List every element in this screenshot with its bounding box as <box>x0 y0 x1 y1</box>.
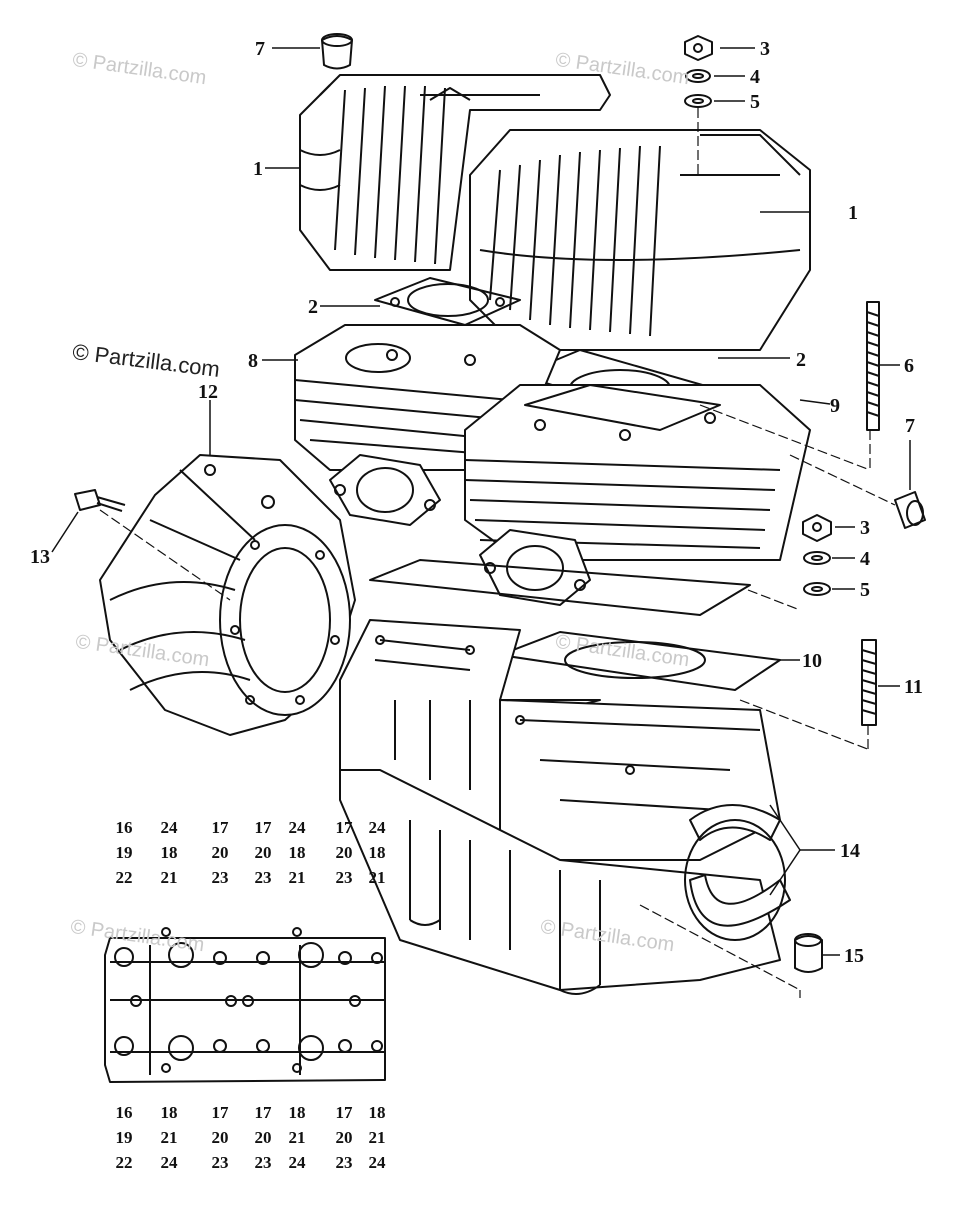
bolt-label-top-col1-row1: 16 <box>116 818 133 837</box>
callout-1-left: 1 <box>253 158 263 180</box>
leader-lines <box>51 47 911 956</box>
callout-12: 12 <box>198 381 218 403</box>
bolt-label-bottom-col6-row2: 20 <box>336 1128 353 1147</box>
nut-3-top <box>684 35 713 61</box>
lock-washer-4-mid <box>803 551 831 565</box>
washer-5-top <box>684 94 712 108</box>
bolt-label-bottom-col3-row3: 23 <box>212 1153 229 1172</box>
callout-7-right: 7 <box>905 415 915 437</box>
bolt-number-columns: 16 19 22 24 18 21 17 20 23 17 20 23 24 18 21 17 20 23 24 18… <box>116 818 387 1172</box>
bolt-label-top-col5-row3: 21 <box>289 868 306 887</box>
cylinder-head-right <box>469 129 811 351</box>
callout-4-mid: 4 <box>860 548 870 570</box>
callout-9: 9 <box>830 395 840 417</box>
cap-7-top <box>321 33 353 70</box>
bolt-label-top-col6-row2: 20 <box>336 843 353 862</box>
bolt-label-bottom-col7-row3: 24 <box>369 1153 387 1172</box>
bolt-label-top-col3-row3: 23 <box>212 868 229 887</box>
bolt-label-bottom-col1-row1: 16 <box>116 1103 133 1122</box>
bolt-label-top-col5-row1: 24 <box>289 818 307 837</box>
dowel-15 <box>794 933 823 973</box>
callout-15: 15 <box>844 945 864 967</box>
bolt-label-top-col4-row3: 23 <box>255 868 272 887</box>
bolt-label-top-col7-row1: 24 <box>369 818 387 837</box>
stud-11 <box>861 639 877 726</box>
bolt-label-bottom-col4-row1: 17 <box>255 1103 273 1122</box>
dashed-leaders <box>99 108 896 998</box>
magneto-housing <box>99 454 356 736</box>
cylinder-right <box>464 384 811 561</box>
bolt-label-bottom-col1-row2: 19 <box>116 1128 133 1147</box>
callout-7-top: 7 <box>255 38 265 60</box>
bolt-label-bottom-col6-row3: 23 <box>336 1153 353 1172</box>
callout-8: 8 <box>248 350 258 372</box>
bolt-label-top-col6-row3: 23 <box>336 868 353 887</box>
screw-13 <box>74 489 126 512</box>
bolt-label-bottom-col1-row3: 22 <box>116 1153 133 1172</box>
cylinder-head-left <box>299 74 611 271</box>
bolt-label-top-col3-row1: 17 <box>212 818 230 837</box>
callout-13: 13 <box>30 546 50 568</box>
bolt-label-top-col2-row3: 21 <box>161 868 178 887</box>
washer-5-mid <box>803 582 831 596</box>
callout-2-left: 2 <box>308 296 318 318</box>
bolt-label-top-col7-row3: 21 <box>369 868 386 887</box>
bolt-label-bottom-col2-row2: 21 <box>161 1128 178 1147</box>
bolt-label-bottom-col2-row3: 24 <box>161 1153 179 1172</box>
callout-11: 11 <box>904 676 923 698</box>
callout-6: 6 <box>904 355 914 377</box>
callout-labels: 7 1 1 2 2 8 9 3 4 5 6 7 3 4 5 10 11 12 1… <box>30 38 923 967</box>
bolt-label-bottom-col4-row2: 20 <box>255 1128 272 1147</box>
crankcase-lower <box>339 769 781 995</box>
bolt-label-bottom-col5-row2: 21 <box>289 1128 306 1147</box>
cap-7-right <box>894 491 926 529</box>
crankcase-bolt-pattern <box>104 927 386 1083</box>
bolt-label-bottom-col5-row1: 18 <box>289 1103 306 1122</box>
callout-5-mid: 5 <box>860 579 870 601</box>
bolt-label-top-col2-row2: 18 <box>161 843 178 862</box>
intake-port-left <box>329 454 441 526</box>
bolt-label-top-col3-row2: 20 <box>212 843 229 862</box>
callout-5-top: 5 <box>750 91 760 113</box>
callout-3-top: 3 <box>760 38 770 60</box>
head-gasket-left <box>374 277 521 326</box>
bolt-label-top-col6-row1: 17 <box>336 818 354 837</box>
bolt-label-bottom-col5-row3: 24 <box>289 1153 307 1172</box>
intake-port-right <box>479 529 591 606</box>
callout-1-right: 1 <box>848 202 858 224</box>
bolt-label-bottom-col7-row2: 21 <box>369 1128 386 1147</box>
callout-4-top: 4 <box>750 66 760 88</box>
callout-2-right: 2 <box>796 349 806 371</box>
callout-14: 14 <box>840 840 860 862</box>
callout-3-mid: 3 <box>860 517 870 539</box>
bolt-label-top-col4-row1: 17 <box>255 818 273 837</box>
bolt-label-bottom-col2-row1: 18 <box>161 1103 178 1122</box>
bolt-label-bottom-col7-row1: 18 <box>369 1103 386 1122</box>
bolt-label-top-col5-row2: 18 <box>289 843 306 862</box>
bolt-label-bottom-col6-row1: 17 <box>336 1103 354 1122</box>
bolt-label-bottom-col3-row1: 17 <box>212 1103 230 1122</box>
stud-6 <box>866 301 880 431</box>
bolt-label-top-col1-row3: 22 <box>116 868 133 887</box>
lock-washer-4-top <box>685 69 711 83</box>
bolt-label-bottom-col4-row3: 23 <box>255 1153 272 1172</box>
bolt-label-top-col7-row2: 18 <box>369 843 386 862</box>
bolt-label-top-col4-row2: 20 <box>255 843 272 862</box>
callout-10: 10 <box>802 650 822 672</box>
bolt-label-top-col2-row1: 24 <box>161 818 179 837</box>
nut-3-mid <box>802 514 832 542</box>
bolt-label-top-col1-row2: 19 <box>116 843 133 862</box>
bolt-label-bottom-col3-row2: 20 <box>212 1128 229 1147</box>
main-bearing-shells <box>684 804 791 941</box>
